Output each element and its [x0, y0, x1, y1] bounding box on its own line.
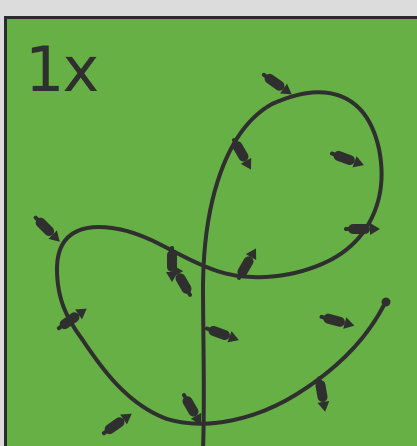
curved-path-icon — [57, 92, 382, 446]
arrow-marker-icon — [30, 212, 64, 246]
arrow-marker-icon — [259, 69, 295, 99]
curved-path-illustration — [7, 19, 417, 446]
arrow-marker-icon — [99, 409, 135, 439]
speed-panel: 1x — [4, 16, 417, 446]
arrow-marker-icon — [54, 304, 90, 334]
arrow-marker-icon — [328, 147, 366, 171]
arrow-marker-icon — [344, 223, 380, 235]
arrow-marker-icon — [318, 311, 356, 332]
path-end-dot — [382, 298, 391, 307]
arrow-marker-icon — [203, 322, 241, 346]
arrow-marker-icon — [228, 135, 256, 172]
